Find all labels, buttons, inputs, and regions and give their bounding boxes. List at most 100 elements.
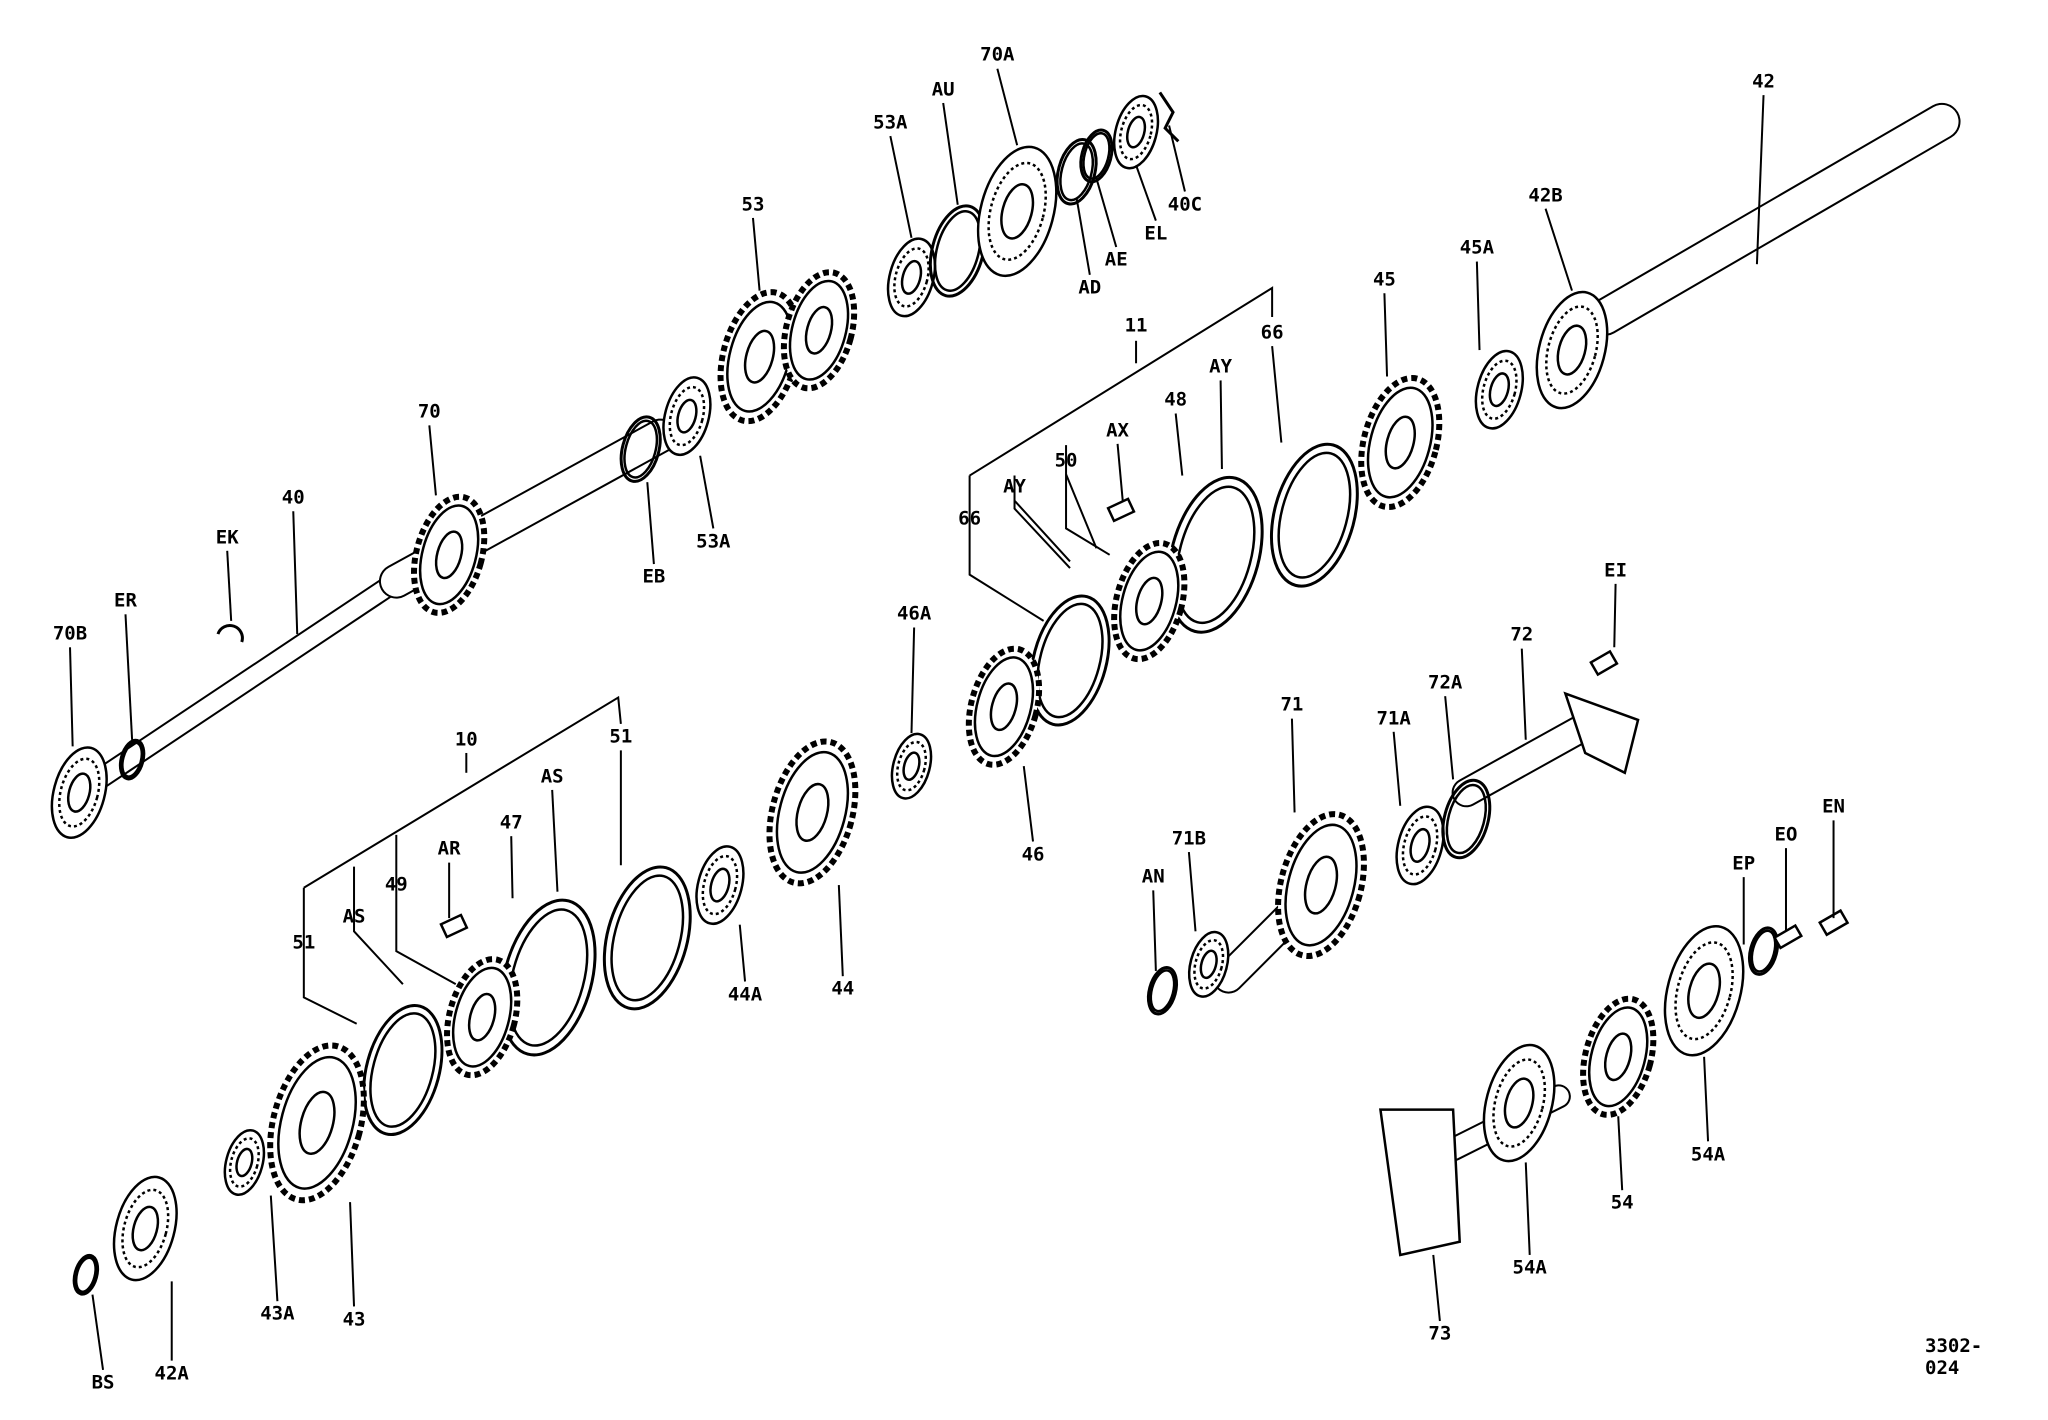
bolt-en	[1818, 908, 1850, 937]
bracket-ay	[1013, 475, 1071, 569]
leader-line-70	[428, 425, 437, 496]
lock-plate-eo	[1772, 923, 1804, 950]
part-label-ad: AD	[1078, 276, 1102, 299]
synchro-ring-51	[602, 865, 692, 1011]
part-label-72: 72	[1510, 623, 1534, 646]
ring-er	[118, 738, 146, 781]
sleeve-47-inner	[508, 908, 589, 1047]
leader-line-ay	[1013, 499, 1071, 563]
part-label-54a: 54A	[1690, 1143, 1726, 1166]
synchro-ring-66	[1269, 442, 1359, 588]
leader-line-70b	[69, 647, 74, 747]
part-label-46a: 46A	[896, 602, 932, 625]
part-label-45a: 45A	[1459, 236, 1495, 259]
leader-line-71b	[1187, 851, 1197, 932]
leader-line-ei	[1613, 583, 1617, 648]
part-label-66: 66	[958, 507, 982, 530]
leader-line-ay	[1219, 380, 1223, 469]
leader-line-44	[837, 885, 844, 977]
part-label-71a: 71A	[1376, 707, 1411, 730]
bearing-70b-bore	[66, 772, 92, 813]
part-label-11: 11	[1124, 314, 1148, 337]
ring-er-inner	[121, 741, 144, 778]
bearing-54a-right-bore	[1687, 962, 1722, 1020]
bracket-49	[395, 834, 457, 986]
part-label-42: 42	[1752, 70, 1775, 93]
leader-line-71a	[1392, 731, 1402, 806]
key-ax	[1106, 497, 1136, 523]
washer-an-inner	[1149, 969, 1176, 1013]
part-label-53: 53	[741, 193, 765, 216]
part-label-70a: 70A	[980, 43, 1015, 66]
bracket-51-lower	[302, 887, 358, 1025]
hub-50-bore	[1134, 576, 1164, 626]
part-label-43a: 43A	[260, 1302, 295, 1325]
needle-bearing-53a-top-bore	[900, 259, 923, 295]
part-label-72a: 72A	[1428, 671, 1463, 694]
leader-line-45	[1383, 293, 1389, 377]
synchro-ring-51-lower	[362, 1004, 444, 1136]
gear-44-bore	[795, 782, 830, 842]
shaft-40-body	[70, 572, 406, 802]
leader-line-54a	[1703, 1056, 1710, 1142]
ring-72a-inner	[1445, 783, 1488, 855]
part-label-53a: 53A	[873, 111, 908, 134]
bracket-50	[1065, 445, 1111, 556]
leader-line-71	[1290, 718, 1296, 813]
part-label-as: AS	[342, 905, 366, 928]
gear-70-bore	[434, 530, 464, 580]
ring-eb	[619, 415, 662, 483]
part-label-42b: 42B	[1528, 184, 1563, 206]
synchro-ring-66-lower	[1029, 594, 1111, 727]
snap-ring-ek	[216, 624, 244, 643]
leader-line-ad	[1075, 197, 1091, 275]
housing-73	[1379, 1108, 1462, 1257]
part-label-43: 43	[342, 1308, 366, 1331]
bolt-ei	[1589, 649, 1619, 677]
leader-line-72	[1520, 648, 1527, 740]
gear-45-bore	[1384, 415, 1416, 470]
part-label-47: 47	[499, 811, 523, 834]
diagram-code: 3302-024	[1925, 1335, 1983, 1379]
leader-line-43	[349, 1202, 356, 1307]
needle-bearing-46a-bore	[902, 751, 921, 781]
part-label-70: 70	[417, 400, 441, 423]
needle-bearing-43a-bore	[235, 1147, 254, 1178]
leader-line-73	[1432, 1254, 1441, 1322]
gear-46-bore	[989, 682, 1019, 732]
part-label-ae: AE	[1104, 248, 1128, 271]
gear-53-second-bore	[804, 305, 834, 355]
clip-40c	[1158, 91, 1180, 143]
leader-line-48	[1174, 413, 1184, 476]
synchro-ring-51-lower-inner	[369, 1012, 437, 1128]
ring-72a	[1441, 778, 1492, 860]
nut-bs	[72, 1253, 100, 1296]
seal-el-bore	[1125, 115, 1147, 149]
leader-line-bs	[91, 1294, 105, 1371]
flange-72	[1563, 691, 1640, 775]
part-label-50: 50	[1054, 449, 1078, 472]
bearing-70a-bore	[1000, 183, 1035, 240]
part-label-el: EL	[1144, 222, 1168, 245]
part-label-ep: EP	[1732, 852, 1756, 875]
leader-line-46	[1022, 766, 1035, 842]
leader-line-ek	[226, 550, 233, 621]
synchro-ring-51-inner	[610, 874, 685, 1002]
bracket-11	[969, 286, 1274, 477]
part-label-40c: 40C	[1167, 193, 1203, 216]
part-label-an: AN	[1141, 865, 1165, 888]
leader-line-50	[1065, 473, 1098, 549]
gear-53-bore	[743, 329, 776, 384]
leader-line-53a	[699, 455, 715, 529]
part-label-eo: EO	[1774, 823, 1798, 846]
leader-line-eb	[646, 482, 655, 565]
leader-line-47	[510, 836, 514, 899]
part-label-51: 51	[609, 725, 633, 748]
sleeve-48-inner	[1175, 485, 1256, 625]
part-label-53a: 53A	[696, 530, 731, 553]
bracket-as	[353, 866, 404, 985]
part-label-44a: 44A	[727, 983, 763, 1006]
ring-ae	[1079, 128, 1114, 184]
